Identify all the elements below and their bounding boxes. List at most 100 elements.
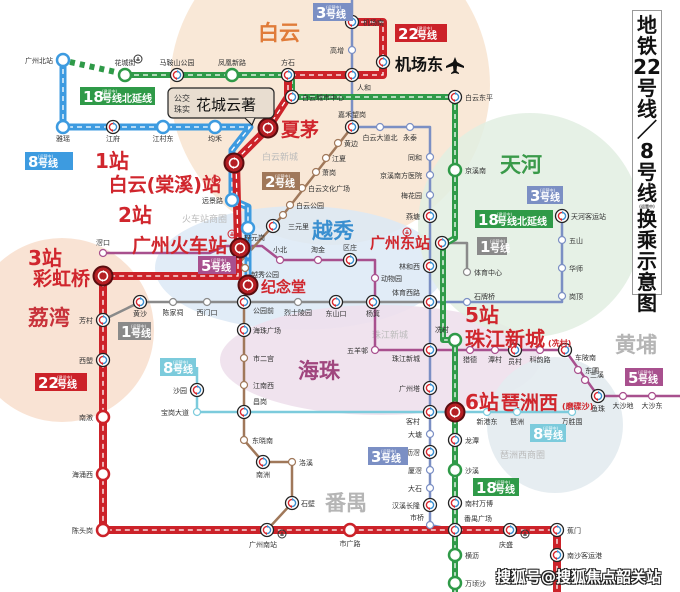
station-8[interactable]: 人和 xyxy=(344,67,372,93)
station-108[interactable]: 万顷沙 xyxy=(447,575,486,591)
station-89[interactable]: 客村 xyxy=(406,404,438,427)
station-19[interactable]: 彩虹桥 xyxy=(32,265,114,291)
station-95[interactable]: 沥滘 xyxy=(406,444,438,460)
station-91[interactable]: 新港东 xyxy=(477,407,498,427)
station-60[interactable]: 南漖 xyxy=(79,409,111,425)
station-47[interactable]: 淘金 xyxy=(311,245,325,265)
station-76[interactable]: 珠江新城 xyxy=(392,342,438,364)
station-100[interactable]: 龙潭 xyxy=(447,432,480,448)
station-67[interactable]: 沙园 xyxy=(173,382,205,398)
station-52[interactable]: 陈家祠 xyxy=(163,297,184,318)
station-48[interactable]: 区庄 xyxy=(342,243,358,268)
station-61[interactable]: 海涌西 xyxy=(72,466,111,482)
station-20[interactable]: 滘口 xyxy=(96,238,110,258)
station-28[interactable]: 白云东平 xyxy=(447,89,494,105)
station-63[interactable]: 海珠广场 xyxy=(236,322,282,338)
station-38[interactable]: 岗顶 xyxy=(557,291,584,302)
station-1[interactable]: 花城街 xyxy=(115,58,136,83)
station-54[interactable]: 公园前 xyxy=(236,294,275,316)
station-82[interactable]: 车陂南 xyxy=(557,342,597,363)
station-51[interactable]: 黄沙 xyxy=(132,294,148,319)
station-70[interactable]: 南洲 xyxy=(255,454,271,480)
station-68[interactable]: 宝岗大道 xyxy=(161,407,202,417)
station-83[interactable]: 东圃 xyxy=(573,365,600,375)
station-96[interactable]: 厦滘 xyxy=(408,465,435,475)
station-73[interactable]: 广州南站 xyxy=(249,522,277,550)
station-56[interactable]: 东山口 xyxy=(326,294,347,319)
station-21[interactable]: 嘉禾望岗 xyxy=(338,110,366,135)
station-43[interactable]: 白云公园 xyxy=(285,200,325,210)
station-31[interactable]: 林和西 xyxy=(399,258,438,274)
station-88[interactable]: 广州塔 xyxy=(399,380,438,396)
station-26[interactable]: 梅花园 xyxy=(401,190,435,200)
station-35[interactable]: 天河客运站 xyxy=(554,208,607,224)
station-84[interactable]: 三溪 xyxy=(580,370,605,385)
station-33[interactable]: 体育中心 xyxy=(462,267,503,277)
station-7[interactable]: 高增 xyxy=(330,45,357,55)
station-71[interactable]: 洛溪 xyxy=(287,457,314,467)
station-55[interactable]: 烈士陵园 xyxy=(284,297,312,318)
station-15[interactable]: 白云(棠溪)站 xyxy=(109,152,245,197)
station-9[interactable]: 机场东 xyxy=(375,54,444,74)
station-17[interactable]: 广州火车站 xyxy=(132,234,251,259)
station-99[interactable]: 市桥 xyxy=(410,513,435,530)
station-79[interactable]: 潭村 xyxy=(488,345,502,365)
station-27[interactable]: 燕塘 xyxy=(406,208,438,224)
station-92[interactable]: 琶洲 xyxy=(510,407,524,427)
station-23[interactable]: 永泰 xyxy=(403,122,417,143)
station-10[interactable]: 雅瑶 xyxy=(55,119,71,143)
station-4[interactable]: 方石 xyxy=(280,58,296,83)
station-62[interactable]: 陈头岗 xyxy=(72,522,111,538)
station-57[interactable]: 杨箕 xyxy=(365,294,381,319)
station-107[interactable]: 横沥 xyxy=(447,547,479,563)
station-74[interactable]: 市广路 xyxy=(340,522,361,548)
station-50[interactable]: 越秀公园 xyxy=(240,263,280,280)
station-16[interactable]: 远景路 xyxy=(202,192,240,208)
station-86[interactable]: 大沙地 xyxy=(613,391,634,411)
station-64[interactable]: 市二宫 xyxy=(239,353,275,363)
station-40[interactable]: 江夏 xyxy=(321,153,347,164)
station-18[interactable]: 纪念堂 xyxy=(237,274,307,297)
station-45[interactable]: 梓元岗 xyxy=(244,218,281,243)
station-98[interactable]: 汉溪长隆 xyxy=(392,497,438,513)
station-104[interactable]: 庆盛 xyxy=(499,522,518,550)
station-32[interactable]: 体育西路 xyxy=(392,288,438,310)
station-29[interactable]: 京溪南 xyxy=(447,162,486,178)
station-66[interactable]: 昌岗 xyxy=(236,398,268,420)
station-72[interactable]: 石壁 xyxy=(284,495,316,511)
station-0[interactable]: 广州北站 xyxy=(25,52,71,68)
station-75[interactable]: 五羊邨 xyxy=(347,345,380,355)
station-85[interactable]: 鱼珠 xyxy=(590,388,606,414)
station-24[interactable]: 同和 xyxy=(408,152,435,162)
station-37[interactable]: 华师 xyxy=(557,263,584,273)
station-30[interactable]: 广州东站 xyxy=(370,234,450,252)
station-93[interactable]: 万胜围 xyxy=(562,407,583,427)
station-97[interactable]: 大石 xyxy=(408,483,435,493)
station-41[interactable]: 萧岗 xyxy=(311,167,337,177)
station-65[interactable]: 江南西 xyxy=(239,380,275,390)
station-69[interactable]: 东晓南 xyxy=(239,435,274,445)
station-22[interactable]: 白云大道北 xyxy=(363,122,398,143)
station-2[interactable]: 马鞍山公园 xyxy=(160,58,195,83)
station-25[interactable]: 京溪南方医院 xyxy=(380,170,435,180)
station-58[interactable]: 芳村 xyxy=(79,312,111,328)
station-39[interactable]: 黄边 xyxy=(333,138,359,148)
station-36[interactable]: 五山 xyxy=(557,235,584,245)
station-77[interactable]: 冼村 xyxy=(435,325,463,348)
station-81[interactable]: 科韵路 xyxy=(530,345,551,365)
station-14[interactable]: 夏茅 xyxy=(257,117,320,141)
station-34[interactable]: 石牌桥 xyxy=(462,292,496,307)
station-49[interactable]: 动物园 xyxy=(370,273,403,283)
station-103[interactable]: 番禺广场 xyxy=(447,514,493,538)
station-12[interactable]: 江村东 xyxy=(153,119,174,143)
station-101[interactable]: 沙溪 xyxy=(447,462,479,478)
station-13[interactable]: 均禾 xyxy=(207,119,223,143)
station-80[interactable]: 员村 xyxy=(507,342,523,367)
station-59[interactable]: 西塱 xyxy=(79,352,111,368)
station-44[interactable]: 三元里 xyxy=(278,210,310,232)
station-106[interactable]: 南沙客运港 xyxy=(549,547,603,563)
station-3[interactable]: 凤凰新路 xyxy=(218,58,246,83)
station-46[interactable]: 小北 xyxy=(273,245,287,265)
station-5[interactable]: 白云城市中心 xyxy=(284,89,345,105)
station-53[interactable]: 西门口 xyxy=(197,297,218,318)
